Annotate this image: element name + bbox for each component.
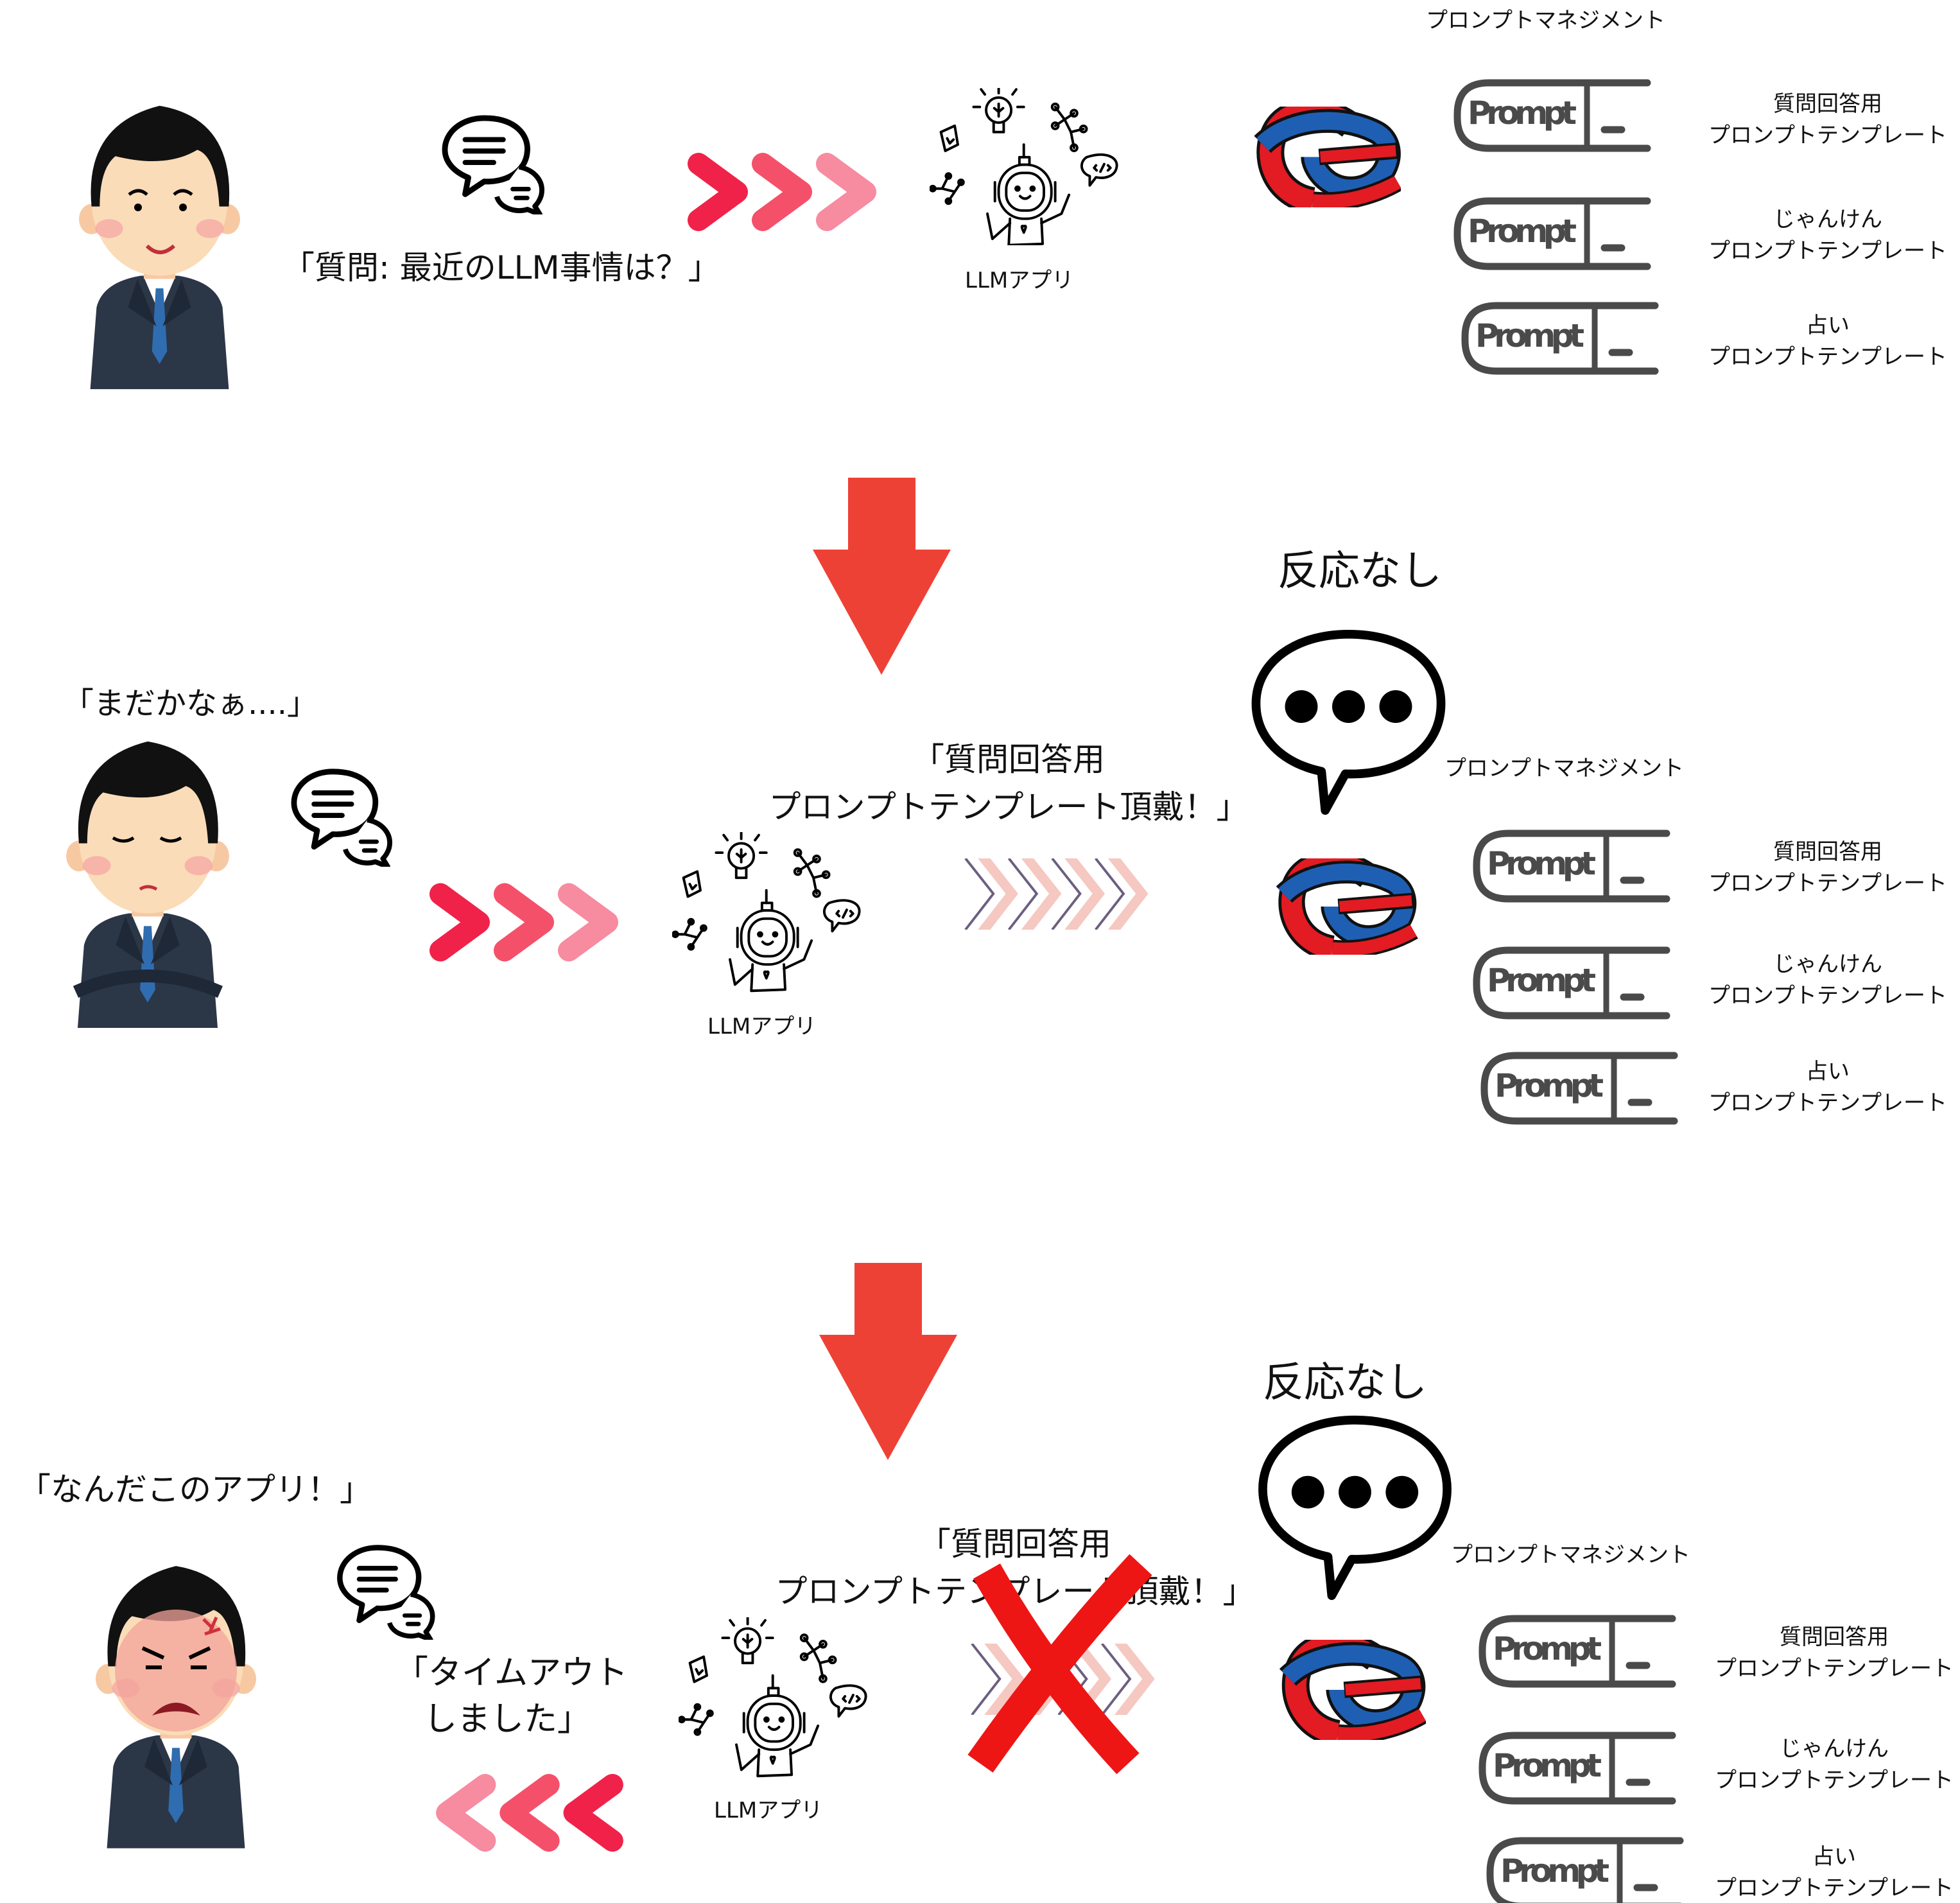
- template-name-label: 占い: [1812, 1844, 1856, 1870]
- robot-llm-app-icon: [679, 1617, 867, 1778]
- prompt-badge-text: Prompt: [1487, 845, 1596, 882]
- smiling-face: [128, 189, 193, 254]
- template-request-line-1: 「質問回答用: [912, 741, 1105, 778]
- template-type-label: プロンプトテンプレート: [1715, 1656, 1954, 1681]
- template-type-label: プロンプトテンプレート: [1708, 871, 1947, 896]
- template-type-label: プロンプトテンプレート: [1715, 1875, 1954, 1901]
- robot-llm-app-icon: [672, 832, 861, 993]
- prompt-template-icon: Prompt: [1486, 1837, 1684, 1903]
- down-arrow-icon: [819, 1263, 957, 1460]
- template-name-label: じゃんけん: [1780, 1736, 1889, 1762]
- timeout-reply-line-1: 「タイムアウト: [395, 1654, 628, 1692]
- forward-chevrons-icon: [429, 883, 618, 962]
- prompt-badge-text: Prompt: [1487, 962, 1596, 999]
- prompt-management-title: プロンプトマネジメント: [1444, 756, 1684, 781]
- bored-face: [73, 836, 223, 998]
- prompt-management-title: プロンプトマネジメント: [1426, 8, 1665, 33]
- prompt-template-icon: Prompt: [1479, 1732, 1676, 1805]
- template-type-label: プロンプトテンプレート: [1708, 123, 1947, 148]
- timeout-reply-line-2: しました」: [424, 1700, 591, 1739]
- chat-bubbles-icon: [289, 767, 395, 867]
- businessman-avatar-waiting: [66, 741, 229, 1028]
- angry-face: [115, 1610, 237, 1732]
- template-type-label: プロンプトテンプレート: [1708, 238, 1947, 264]
- llm-app-label: LLMアプリ: [965, 268, 1074, 293]
- template-type-label: プロンプトテンプレート: [1715, 1768, 1954, 1793]
- template-name-label: 占い: [1806, 1059, 1850, 1084]
- speech-bubble-ellipsis-icon: [1250, 628, 1447, 817]
- prompt-template-icon: Prompt: [1461, 302, 1659, 375]
- prompt-badge-text: Prompt: [1500, 1852, 1609, 1890]
- template-type-label: プロンプトテンプレート: [1708, 983, 1947, 1009]
- prompt-badge-text: Prompt: [1468, 94, 1577, 132]
- no-response-label: 反応なし: [1278, 548, 1442, 595]
- prompt-badge-text: Prompt: [1493, 1747, 1602, 1784]
- template-name-label: じゃんけん: [1773, 952, 1882, 977]
- llm-app-label: LLMアプリ: [707, 1014, 817, 1039]
- chat-bubbles-icon: [440, 113, 548, 214]
- template-type-label: プロンプトテンプレート: [1708, 1090, 1947, 1116]
- chat-bubbles-icon: [333, 1543, 440, 1640]
- template-name-label: 占い: [1806, 313, 1850, 338]
- no-response-label: 反応なし: [1263, 1359, 1427, 1407]
- template-name-label: 質問回答用: [1773, 91, 1882, 117]
- template-request-line-1: 「質問回答用: [919, 1525, 1111, 1563]
- prompt-badge-text: Prompt: [1468, 213, 1577, 250]
- prompt-badge-text: Prompt: [1495, 1067, 1604, 1104]
- user-question: 「質問: 最近のLLM事情は？」: [282, 249, 720, 286]
- prompt-badge-text: Prompt: [1493, 1630, 1602, 1667]
- prompt-management-title: プロンプトマネジメント: [1451, 1542, 1690, 1568]
- pending-chevrons-icon: [964, 858, 1150, 930]
- template-request-line-2: プロンプトテンプレート頂戴！」: [768, 788, 1249, 826]
- template-type-label: プロンプトテンプレート: [1708, 344, 1947, 370]
- robot-llm-app-icon: [930, 88, 1118, 245]
- llm-app-label: LLMアプリ: [714, 1798, 823, 1823]
- prompt-template-icon: Prompt: [1473, 830, 1670, 903]
- prompt-badge-text: Prompt: [1475, 317, 1584, 354]
- down-arrow-icon: [813, 478, 951, 675]
- knot-logo-icon: [1250, 107, 1401, 207]
- cross-mark-icon: [967, 1554, 1152, 1775]
- user-thought: 「まだかなぁ....」: [63, 686, 318, 722]
- user-outburst: 「なんだこのアプリ！」: [19, 1471, 372, 1508]
- speech-bubble-ellipsis-icon: [1256, 1414, 1453, 1602]
- prompt-template-icon: Prompt: [1479, 1615, 1676, 1688]
- knot-logo-icon: [1275, 1640, 1426, 1740]
- knot-logo-icon: [1269, 858, 1419, 955]
- prompt-template-icon: Prompt: [1473, 946, 1670, 1020]
- prompt-template-icon: Prompt: [1480, 1052, 1678, 1125]
- prompt-template-icon: Prompt: [1453, 79, 1651, 152]
- forward-chevrons-icon: [688, 153, 876, 231]
- backward-chevrons-icon: [436, 1773, 623, 1852]
- template-name-label: 質問回答用: [1773, 839, 1882, 865]
- template-name-label: じゃんけん: [1773, 207, 1882, 232]
- businessman-avatar: [78, 105, 241, 390]
- businessman-avatar-angry: [95, 1566, 257, 1848]
- prompt-template-icon: Prompt: [1453, 197, 1651, 270]
- template-name-label: 質問回答用: [1780, 1624, 1889, 1650]
